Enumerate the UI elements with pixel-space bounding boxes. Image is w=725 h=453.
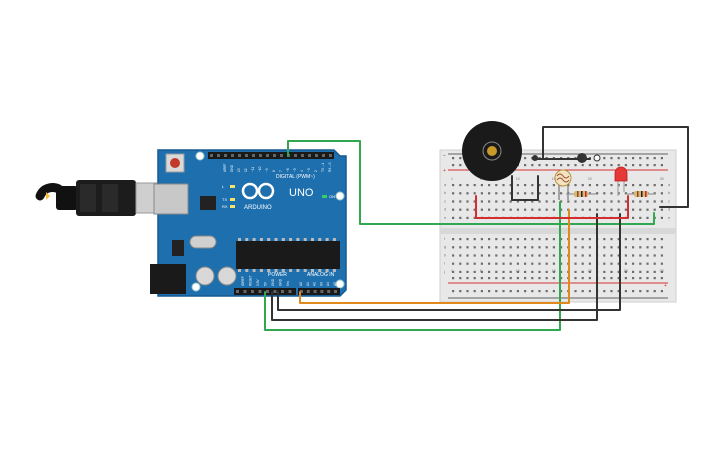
red-led[interactable]	[614, 166, 628, 196]
digital-pin-label: ~10	[258, 166, 262, 172]
arduino-logo: ARDUINO UNO	[241, 182, 314, 211]
capacitor-2	[217, 266, 237, 286]
rail-jumper-ends	[532, 153, 601, 163]
row-letter: c	[668, 198, 670, 203]
column-number: 10	[516, 177, 520, 181]
digital-pin-label: ~11	[251, 167, 255, 172]
digital-pin-label: 7	[279, 170, 283, 172]
usb-port	[153, 183, 189, 215]
column-number: 30	[660, 177, 664, 181]
plus-sign-bottom: +	[664, 283, 667, 289]
regulator	[172, 240, 184, 256]
row-letter: a	[444, 182, 447, 187]
plus-sign: +	[443, 168, 446, 174]
column-number: 1	[451, 177, 453, 181]
capacitor-1	[195, 266, 215, 286]
row-letter: d	[668, 207, 670, 212]
row-letter: e	[444, 215, 447, 220]
analog-pin-label: A2	[313, 282, 317, 286]
row-letter: a	[668, 182, 671, 187]
digital-pin-label: RX←0	[328, 162, 332, 172]
digital-pin-label: 12	[244, 168, 248, 172]
analog-pin-label: A4	[326, 282, 330, 286]
analog-header-label: ANALOG IN	[307, 272, 335, 278]
wire-red-power[interactable]	[475, 195, 629, 219]
wire-black-gnd-2[interactable]	[277, 213, 621, 311]
digital-pin-label: ~3	[307, 168, 311, 172]
digital-pin-label: TX→1	[321, 163, 325, 172]
column-number: 10	[516, 269, 520, 273]
digital-pin-label: 8	[272, 170, 276, 172]
column-number: 1	[451, 269, 453, 273]
digital-header[interactable]	[208, 152, 334, 159]
analog-pin-label: A3	[319, 282, 323, 286]
row-letter: b	[444, 190, 447, 195]
row-letter: e	[668, 215, 671, 220]
digital-pin-label: 13	[237, 168, 241, 172]
wire-black-gnd-1[interactable]	[271, 213, 598, 321]
analog-header[interactable]	[298, 288, 340, 295]
power-pin-label: RESET	[249, 275, 253, 286]
power-jack	[150, 264, 186, 294]
usb-cable[interactable]	[35, 180, 167, 216]
rx-led-label: RX	[222, 204, 228, 209]
digital-pin-label: AREF	[223, 163, 227, 172]
row-letter: h	[444, 252, 446, 257]
power-pin-label: IOREF	[241, 276, 245, 286]
row-letter: j	[443, 269, 445, 274]
column-number: 25	[624, 269, 628, 273]
wire-black-top[interactable]	[542, 126, 689, 208]
row-letter: i	[444, 261, 445, 266]
digital-pin-label: 2	[314, 170, 318, 172]
wire-orange-a0[interactable]	[299, 209, 570, 304]
digital-header-label: DIGITAL (PWM~)	[276, 174, 315, 180]
wire-black-buzzer[interactable]	[511, 175, 539, 201]
analog-pin-label: A5	[333, 282, 337, 286]
row-letter: g	[444, 244, 446, 249]
column-number: 5	[480, 177, 482, 181]
on-label: ON	[329, 194, 335, 199]
resistor-2[interactable]	[626, 191, 656, 197]
power-pin-label: GND	[279, 278, 283, 286]
row-letter: d	[444, 207, 446, 212]
digital-pin-label: ~6	[286, 168, 290, 172]
row-letter: b	[668, 190, 671, 195]
usb-chip	[200, 196, 216, 210]
crystal	[189, 235, 217, 249]
wire-green-gnd[interactable]	[264, 201, 561, 331]
row-letter: c	[444, 198, 446, 203]
piezo-buzzer[interactable]	[462, 121, 522, 181]
model-label: UNO	[289, 187, 314, 199]
reset-button[interactable]	[165, 153, 185, 173]
digital-pin-label: ~5	[293, 168, 297, 172]
analog-pin-label: A0	[299, 282, 303, 286]
minus-sign: −	[443, 153, 446, 159]
resistor-1[interactable]	[566, 191, 596, 197]
wire-green-digital[interactable]	[287, 140, 655, 225]
column-number: 20	[588, 177, 592, 181]
power-pin-label: 3.3V	[256, 279, 260, 286]
on-led	[322, 195, 327, 198]
column-number: 20	[588, 269, 592, 273]
atmega-chip	[236, 238, 340, 272]
photoresistor[interactable]	[554, 169, 572, 200]
column-number: 30	[660, 269, 664, 273]
tx-led-label: TX	[222, 197, 227, 202]
digital-pin-label: ~9	[265, 168, 269, 172]
brand-label: ARDUINO	[244, 205, 272, 211]
column-number: 15	[552, 177, 556, 181]
row-letter: f	[444, 236, 446, 241]
power-pin-label: GND	[271, 278, 275, 286]
column-number: 15	[552, 269, 556, 273]
l-led-label: L	[222, 184, 225, 189]
power-pin-label: 5V	[264, 281, 268, 286]
digital-pin-label: GND	[230, 164, 234, 172]
column-number: 5	[480, 269, 482, 273]
analog-pin-label: A1	[306, 282, 310, 286]
power-header-label: POWER	[268, 272, 287, 278]
digital-pin-label: 4	[300, 170, 304, 172]
power-pin-label: Vin	[286, 281, 290, 286]
